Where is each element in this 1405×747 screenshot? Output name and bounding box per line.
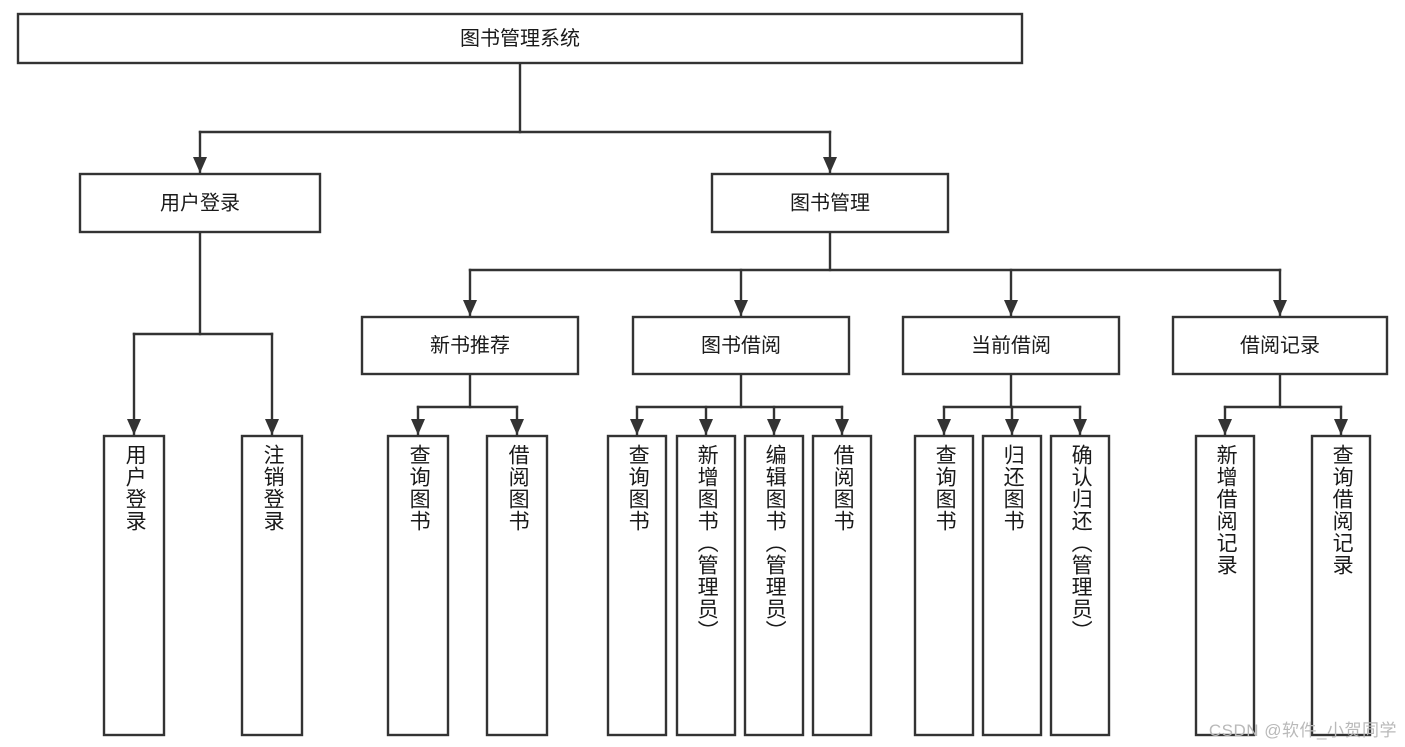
arrow-leaf-10 (1073, 419, 1087, 435)
node-level2-label-0: 新书推荐 (430, 334, 510, 357)
arrow-level1-0 (193, 157, 207, 173)
node-level1-label-0: 用户登录 (160, 191, 240, 214)
node-leaf-box-5[interactable] (675, 434, 737, 737)
arrow-leaf-8 (937, 419, 951, 435)
node-leaf-box-0[interactable] (102, 434, 166, 737)
arrow-leaf-6 (767, 419, 781, 435)
node-level2-label-1: 图书借阅 (701, 334, 781, 357)
arrow-level2-0 (463, 300, 477, 316)
node-leaf-box-8[interactable] (913, 434, 975, 737)
node-leaf-box-11[interactable] (1194, 434, 1256, 737)
box-layer (16, 12, 1389, 737)
node-leaf-box-7[interactable] (811, 434, 873, 737)
node-level2-box-0[interactable] (360, 315, 580, 376)
arrow-leaf-4 (630, 419, 644, 435)
arrow-leaf-0 (127, 419, 141, 435)
node-leaf-box-3[interactable] (485, 434, 549, 737)
node-leaf-box-12[interactable] (1310, 434, 1372, 737)
node-level1-label-1: 图书管理 (790, 191, 870, 214)
node-leaf-box-6[interactable] (743, 434, 805, 737)
arrow-level2-2 (1004, 300, 1018, 316)
arrow-leaf-3 (510, 419, 524, 435)
node-level1-box-0[interactable] (78, 172, 322, 234)
node-level1-box-1[interactable] (710, 172, 950, 234)
node-leaf-box-2[interactable] (386, 434, 450, 737)
arrow-leaf-12 (1334, 419, 1348, 435)
node-level2-box-1[interactable] (631, 315, 851, 376)
node-level2-box-3[interactable] (1171, 315, 1389, 376)
node-leaf-box-1[interactable] (240, 434, 304, 737)
arrow-leaf-7 (835, 419, 849, 435)
node-leaf-box-10[interactable] (1049, 434, 1111, 737)
arrow-level1-1 (823, 157, 837, 173)
arrow-leaf-2 (411, 419, 425, 435)
arrow-leaf-1 (265, 419, 279, 435)
arrow-level2-3 (1273, 300, 1287, 316)
csdn-watermark: CSDN @软件_小贺同学 (1208, 721, 1397, 740)
node-leaf-box-9[interactable] (981, 434, 1043, 737)
node-level2-label-2: 当前借阅 (971, 334, 1051, 357)
arrow-leaf-11 (1218, 419, 1232, 435)
connector-layer (127, 61, 1348, 436)
arrow-level2-1 (734, 300, 748, 316)
node-root-box[interactable] (16, 12, 1024, 65)
node-level2-box-2[interactable] (901, 315, 1121, 376)
arrow-leaf-9 (1005, 419, 1019, 435)
node-leaf-box-4[interactable] (606, 434, 668, 737)
arrow-leaf-5 (699, 419, 713, 435)
node-level2-label-3: 借阅记录 (1240, 334, 1320, 357)
node-root-label: 图书管理系统 (460, 27, 580, 50)
